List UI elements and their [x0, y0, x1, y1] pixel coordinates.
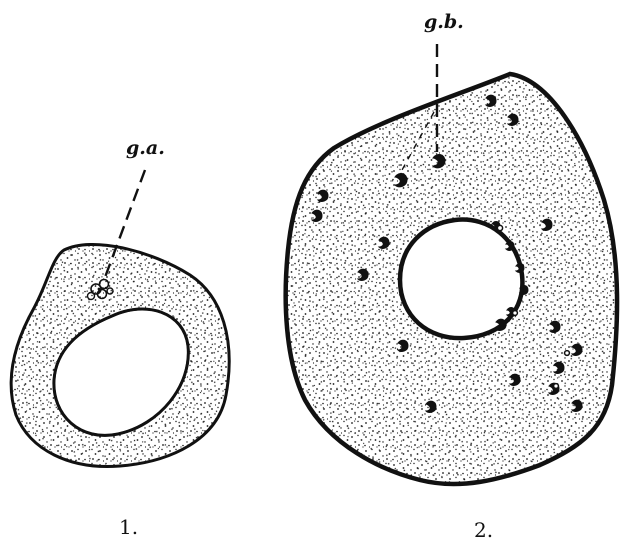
granule-b	[548, 320, 561, 333]
granule-b	[570, 343, 583, 356]
granule-b	[316, 189, 329, 202]
cell-1-inner-rim	[52, 307, 190, 437]
cell-1: g.a.	[9, 137, 231, 469]
cell-2: g.b.	[283, 11, 620, 487]
granule-b	[506, 113, 519, 126]
annotation-g-b: g.b.	[424, 11, 464, 33]
granule-b	[377, 236, 390, 249]
granules-b-hollow	[496, 224, 571, 390]
granule-b	[504, 241, 515, 251]
granule-b	[552, 361, 565, 374]
granule-b	[393, 172, 408, 188]
granule-b	[396, 339, 409, 352]
cell-2-stipple-layer	[285, 74, 618, 485]
granule-b	[540, 218, 553, 231]
granule-b	[494, 318, 507, 331]
figure-number-2: 2.	[474, 518, 493, 542]
granule-b	[424, 400, 437, 413]
cell-1-stipple-layer	[11, 244, 230, 467]
granule-b	[514, 263, 525, 273]
granule-b	[570, 399, 583, 412]
granule-b	[484, 94, 497, 107]
granule-b	[310, 209, 323, 222]
granule-b	[508, 373, 521, 386]
figure-number-1: 1.	[119, 515, 138, 539]
granule-b	[431, 153, 446, 169]
annotation-g-a: g.a.	[126, 137, 165, 159]
granule-a-cluster	[86, 278, 114, 301]
granule-b	[356, 268, 369, 281]
granule-b	[518, 285, 529, 295]
granules-b	[310, 94, 583, 413]
